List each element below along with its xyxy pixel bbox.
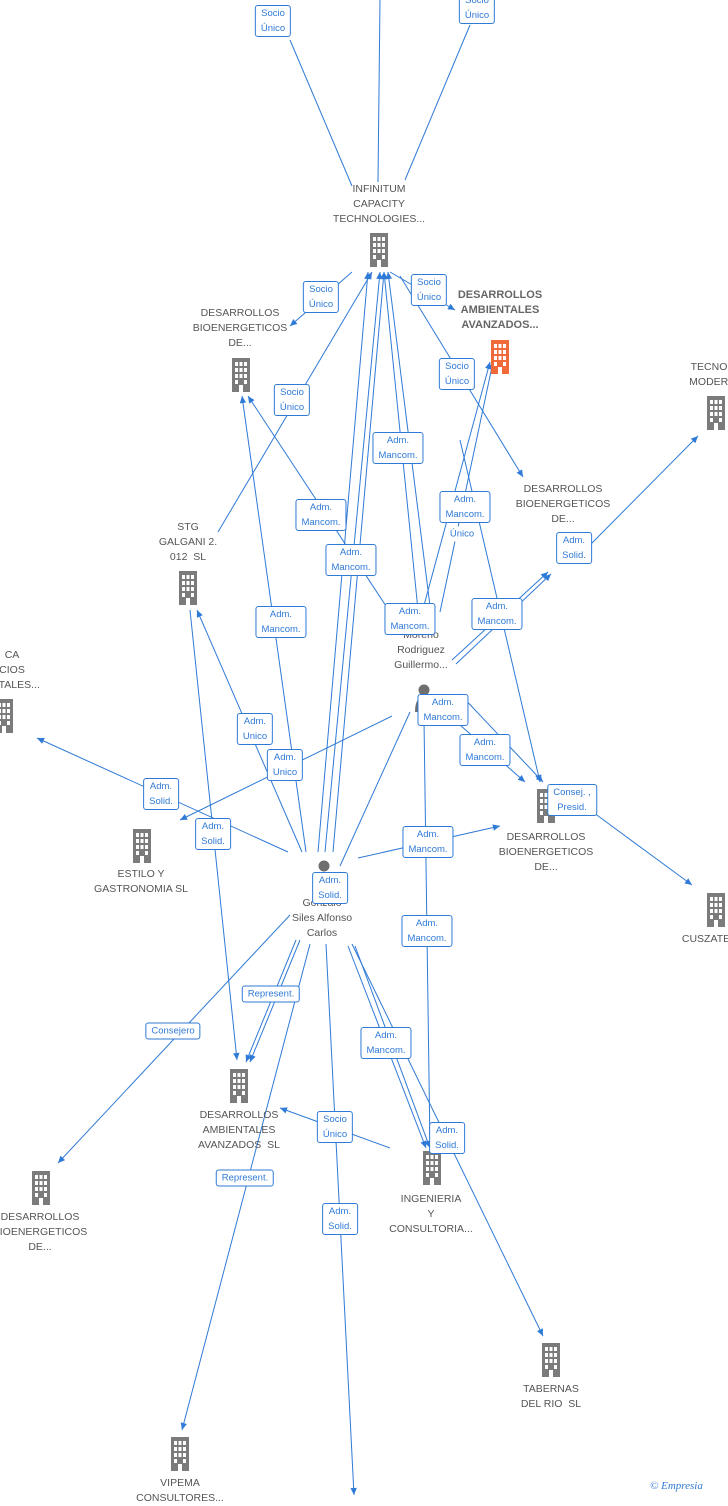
edge-label: Adm. Unico — [266, 749, 304, 781]
building-icon[interactable] — [707, 396, 725, 430]
edge-arrowhead — [248, 396, 255, 404]
edge-arrowhead — [239, 396, 247, 404]
edge-arrowhead — [540, 572, 548, 580]
edge-arrowhead — [280, 1107, 288, 1114]
edge-arrowhead — [180, 814, 188, 820]
building-icon[interactable] — [542, 1343, 560, 1377]
edge-label: Socio Único — [316, 1111, 354, 1143]
node-label-left-cut[interactable]: CA CIOS ENTALES... — [0, 649, 40, 691]
building-icon[interactable] — [133, 829, 151, 863]
edge-label: Socio Único — [254, 5, 292, 37]
edge-label: Adm. Mancom. — [255, 606, 307, 638]
edge-label: Represent. — [241, 985, 301, 1003]
node-label-ingenieria[interactable]: INGENIERIA Y CONSULTORIA... — [389, 1193, 473, 1235]
edge-arrowhead — [424, 1140, 431, 1148]
edge-arrowhead — [58, 1155, 66, 1163]
edge-arrowhead — [517, 774, 525, 782]
node-label-vipema[interactable]: VIPEMA CONSULTORES... — [136, 1477, 224, 1504]
edge-label: Adm. Solid. — [429, 1122, 465, 1154]
edge-arrowhead — [196, 610, 203, 618]
edge-arrowhead — [684, 878, 692, 885]
edge-label: Adm. Unico — [236, 713, 274, 745]
edge-arrowhead — [492, 824, 500, 831]
edge-arrowhead — [37, 737, 45, 744]
edge-label: Único — [449, 526, 475, 542]
building-icon[interactable] — [423, 1151, 441, 1185]
edge-label: Adm. Mancom. — [295, 499, 347, 531]
building-icon[interactable] — [179, 571, 197, 605]
edge-line — [589, 435, 699, 546]
building-icon[interactable] — [370, 233, 388, 267]
node-label-tabernas[interactable]: TABERNAS DEL RIO SL — [520, 1383, 582, 1410]
edge-arrowhead — [690, 436, 698, 444]
edge-label: Adm. Mancom. — [417, 694, 469, 726]
building-icon[interactable] — [0, 699, 13, 733]
edge-line — [339, 711, 411, 867]
node-label-db-top-left[interactable]: DESARROLLOS BIOENERGETICOS DE... — [192, 307, 288, 349]
edge-arrowhead — [516, 469, 523, 477]
edge-line — [377, 0, 381, 183]
node-label-stg[interactable]: STG GALGANI 2. 012 SL — [158, 521, 218, 563]
edge-arrowhead — [537, 1328, 543, 1336]
edge-arrowhead — [233, 1052, 240, 1060]
edge-label: Consej. , Presid. — [547, 784, 597, 816]
building-icon[interactable] — [491, 340, 509, 374]
brand-logo: © Empresia — [650, 1480, 703, 1492]
building-icon[interactable] — [32, 1171, 50, 1205]
edge-arrowhead — [543, 574, 551, 582]
edge-line — [589, 809, 693, 886]
edge-arrowhead — [249, 1054, 256, 1062]
edge-label: Adm. Solid. — [312, 872, 348, 904]
building-icon[interactable] — [171, 1437, 189, 1471]
edge-label: Socio Único — [458, 0, 496, 24]
edge-label: Adm. Mancom. — [402, 826, 454, 858]
edge-label: Adm. Mancom. — [459, 734, 511, 766]
node-label-db-bottom-left[interactable]: DESARROLLOS BIOENERGETICOS DE... — [0, 1211, 88, 1253]
node-label-daa-focal[interactable]: DESARROLLOS AMBIENTALES AVANZADOS... — [457, 289, 543, 331]
edge-label: Adm. Mancom. — [401, 915, 453, 947]
edge-line — [404, 24, 471, 181]
edge-line — [439, 361, 494, 613]
edge-label: Adm. Mancom. — [439, 491, 491, 523]
edge-label: Socio Único — [273, 384, 311, 416]
edge-label: Represent. — [215, 1169, 275, 1187]
edge-arrowhead — [535, 774, 542, 782]
edge-label: Adm. Solid. — [322, 1203, 358, 1235]
edge-label: Adm. Mancom. — [471, 598, 523, 630]
edge-label: Adm. Solid. — [195, 818, 231, 850]
edge-label: Socio Único — [438, 358, 476, 390]
edge-line — [181, 943, 311, 1431]
node-label-db-right[interactable]: DESARROLLOS BIOENERGETICOS DE... — [498, 831, 594, 873]
edge-arrowhead — [420, 1140, 427, 1148]
edge-label: Consejero — [145, 1022, 201, 1040]
node-label-infinitum[interactable]: INFINITUM CAPACITY TECHNOLOGIES... — [332, 183, 426, 225]
edge-arrowhead — [180, 1422, 187, 1430]
node-label-daa-sl[interactable]: DESARROLLOS AMBIENTALES AVANZADOS SL — [198, 1109, 280, 1151]
edge-label: Socio Único — [410, 274, 448, 306]
edge-arrowhead — [385, 272, 393, 280]
edge-arrowhead — [365, 272, 372, 280]
edge-line — [289, 39, 353, 187]
edge-arrowhead — [447, 303, 455, 310]
node-label-tecno[interactable]: TECNOLO MODERNA — [689, 361, 728, 388]
building-icon[interactable] — [707, 893, 725, 927]
edge-label: Adm. Solid. — [556, 532, 592, 564]
building-icon[interactable] — [230, 1069, 248, 1103]
edge-label: Adm. Mancom. — [325, 544, 377, 576]
edge-arrowhead — [350, 1487, 357, 1495]
edge-label: Adm. Mancom. — [372, 432, 424, 464]
edge-label: Adm. Mancom. — [360, 1027, 412, 1059]
edge-label: Adm. Mancom. — [384, 603, 436, 635]
node-label-estilo[interactable]: ESTILO Y GASTRONOMIA SL — [94, 868, 188, 895]
edge-label: Adm. Solid. — [143, 778, 179, 810]
edge-label: Socio Único — [302, 281, 340, 313]
edge-arrowhead — [290, 318, 298, 326]
node-label-cuszate[interactable]: CUSZATE — [681, 933, 728, 945]
building-icon[interactable] — [232, 358, 250, 392]
node-label-db-mid-right[interactable]: DESARROLLOS BIOENERGETICOS DE... — [515, 483, 611, 525]
